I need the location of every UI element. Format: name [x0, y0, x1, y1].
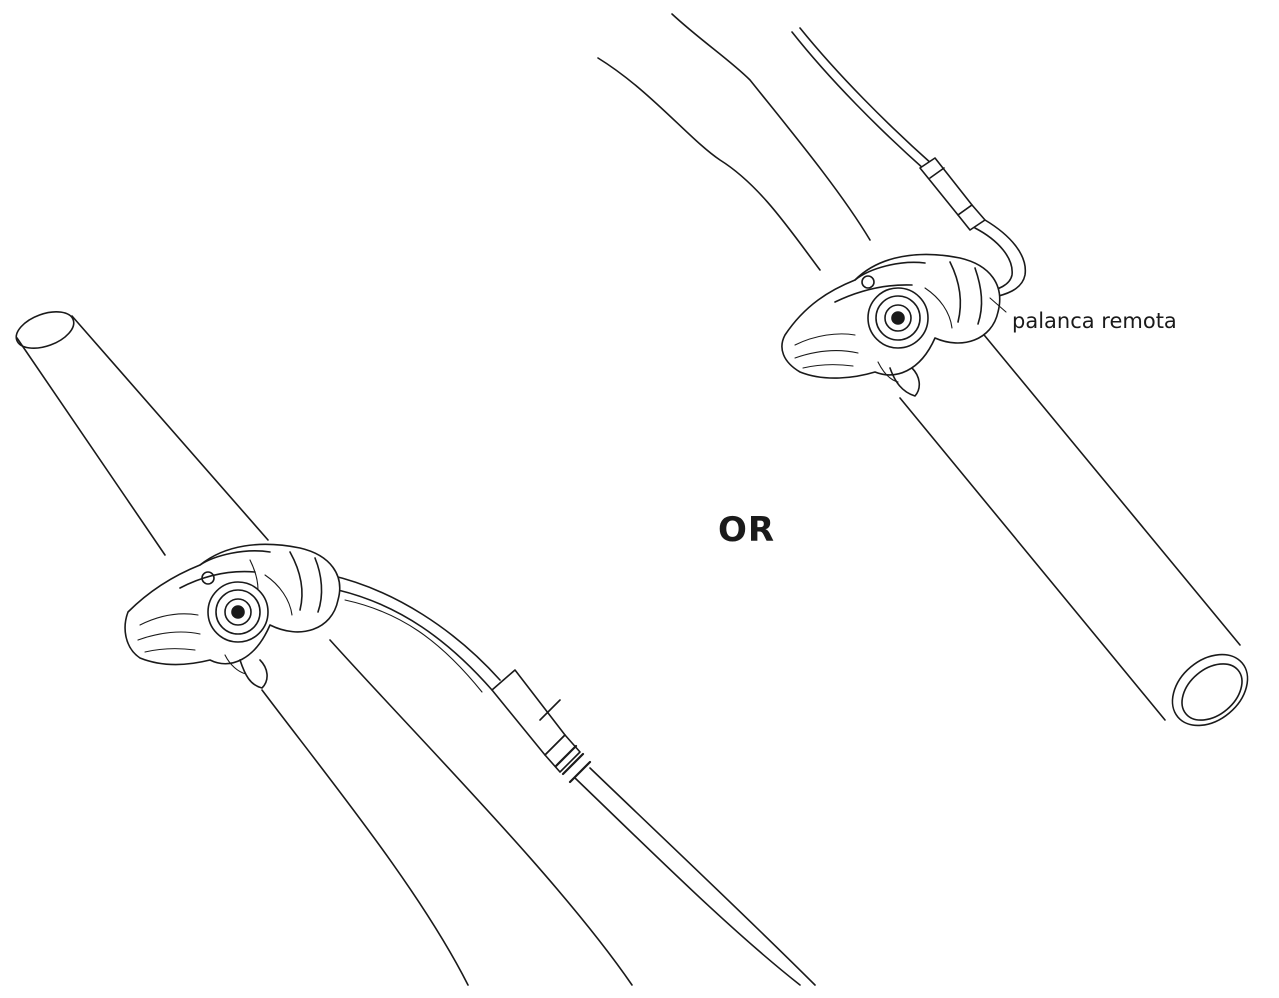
right-handlebar-assembly: [597, 13, 1249, 727]
or-separator-label: OR: [718, 510, 776, 550]
callout-leader: [989, 297, 1007, 313]
left-handlebar-tube: [15, 310, 633, 986]
left-remote-lever: [124, 543, 341, 689]
left-cable-housing: [329, 574, 816, 986]
right-cable-housing: [791, 27, 1027, 299]
left-handlebar-assembly: [15, 310, 816, 986]
right-frame-tube: [597, 13, 871, 271]
right-handlebar-tube: [899, 329, 1249, 727]
remote-lever-callout-label: palanca remota: [1012, 309, 1177, 333]
right-remote-lever: [781, 253, 1001, 397]
